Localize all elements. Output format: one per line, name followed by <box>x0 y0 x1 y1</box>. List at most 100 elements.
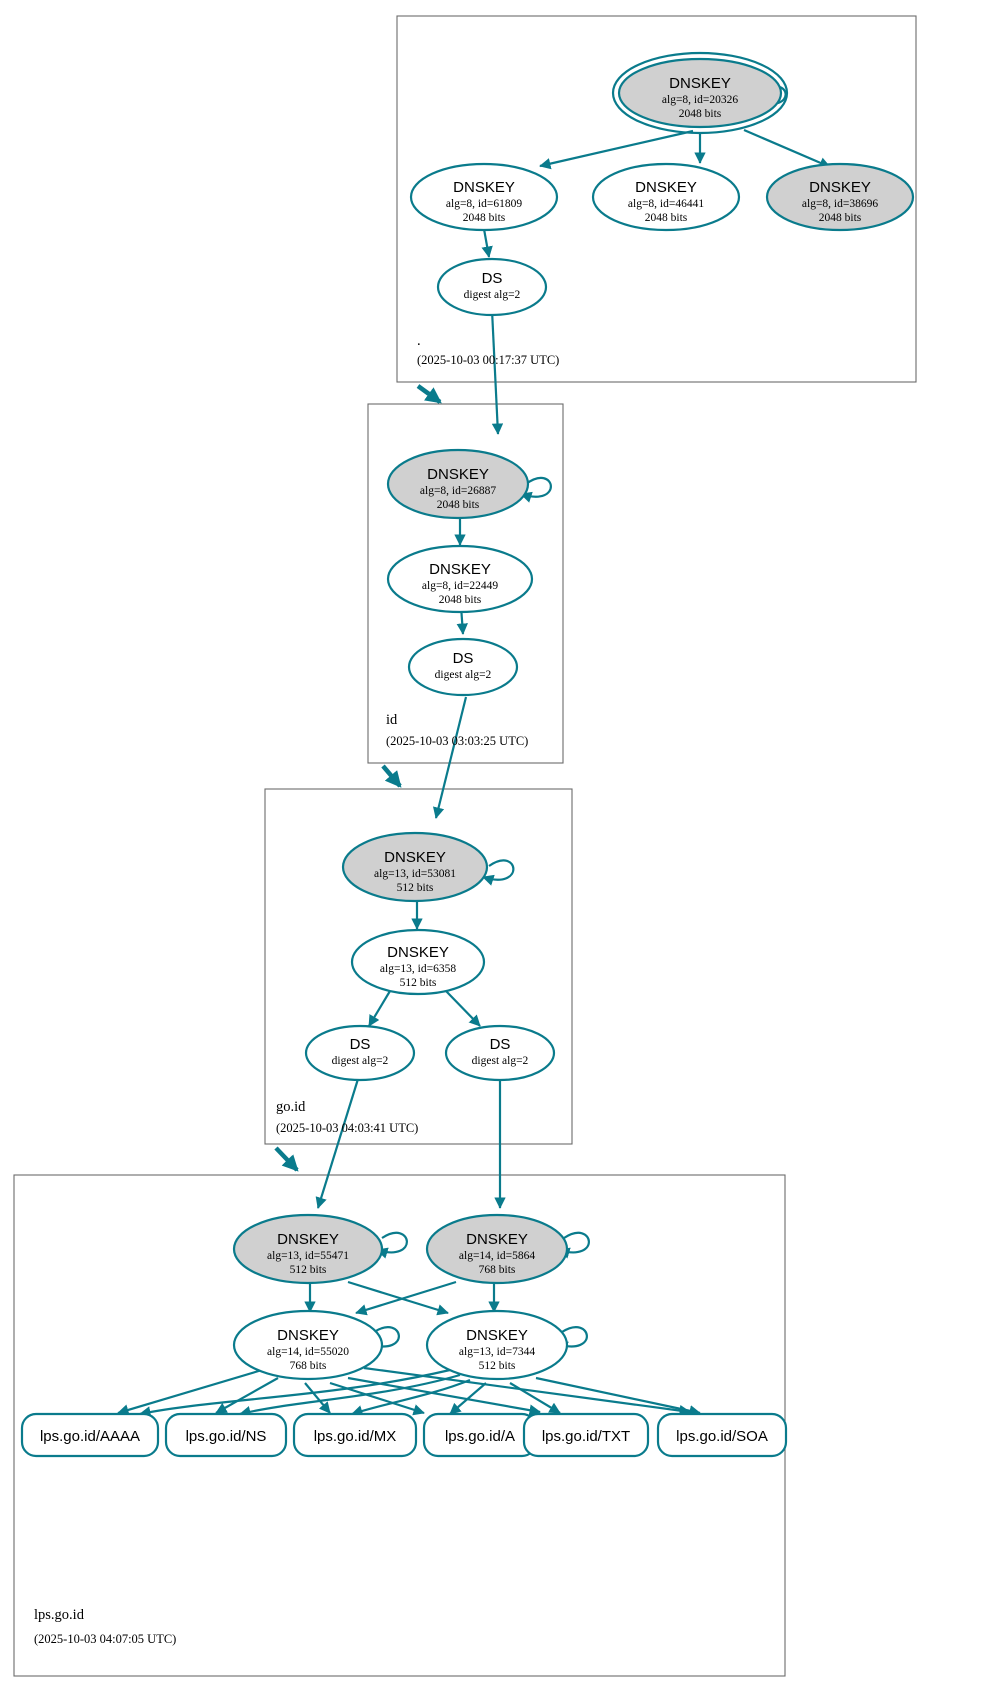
node-line3: 512 bits <box>400 977 437 989</box>
node-root-dnskey-61809[interactable]: DNSKEY alg=8, id=61809 2048 bits <box>409 162 559 232</box>
edge-7344-to-soa <box>535 1376 701 1417</box>
rrset-lps-go-id-txt[interactable]: lps.go.id/TXT <box>522 1412 650 1458</box>
node-lps-dnskey-7344[interactable]: DNSKEY alg=13, id=7344 512 bits <box>425 1309 569 1381</box>
node-line3: 2048 bits <box>463 212 506 224</box>
node-title: DNSKEY <box>466 1327 528 1344</box>
node-line2: alg=8, id=26887 <box>420 485 496 497</box>
node-title: DS <box>482 270 503 287</box>
zone-label-go-id: go.id <box>276 1099 306 1115</box>
zone-label-lps-go-id: lps.go.id <box>34 1607 85 1623</box>
node-title: DNSKEY <box>669 75 731 92</box>
node-line3: 2048 bits <box>645 212 688 224</box>
edge-root-ksk-to-61809 <box>539 129 694 170</box>
node-lps-ksk-55471[interactable]: DNSKEY alg=13, id=55471 512 bits <box>232 1213 384 1285</box>
edge-7344-to-aaaa <box>139 1368 451 1418</box>
node-root-dnskey-46441[interactable]: DNSKEY alg=8, id=46441 2048 bits <box>591 162 741 232</box>
node-line2: alg=14, id=5864 <box>459 1250 535 1262</box>
node-title: DS <box>490 1036 511 1053</box>
node-line2: alg=8, id=20326 <box>662 94 738 106</box>
node-line3: 768 bits <box>479 1264 516 1276</box>
node-root-ksk-20326[interactable]: DNSKEY alg=8, id=20326 2048 bits <box>611 51 789 135</box>
edge-lps-5864-to-55020 <box>355 1280 457 1316</box>
node-line2: alg=13, id=7344 <box>459 1346 535 1358</box>
node-lps-dnskey-55020[interactable]: DNSKEY alg=14, id=55020 768 bits <box>232 1309 384 1381</box>
rrset-lps-go-id-a[interactable]: lps.go.id/A <box>422 1412 538 1458</box>
edge-lps-5864-self-loop <box>558 1231 590 1259</box>
node-goid-ds-left[interactable]: DS digest alg=2 <box>304 1024 416 1082</box>
node-line2: digest alg=2 <box>472 1055 529 1067</box>
zone-label-root: . <box>417 333 421 349</box>
node-title: DNSKEY <box>384 849 446 866</box>
node-title: DNSKEY <box>387 944 449 961</box>
node-title: DS <box>350 1036 371 1053</box>
node-line3: 512 bits <box>290 1264 327 1276</box>
node-line3: 2048 bits <box>819 212 862 224</box>
edge-goid-zsk-to-ds-right <box>445 990 481 1027</box>
node-title: DNSKEY <box>466 1231 528 1248</box>
node-line3: 2048 bits <box>679 108 722 120</box>
rrset-lps-go-id-ns[interactable]: lps.go.id/NS <box>164 1412 288 1458</box>
node-line2: alg=13, id=6358 <box>380 963 456 975</box>
node-title: DNSKEY <box>429 561 491 578</box>
edge-55020-to-aaaa <box>117 1368 263 1416</box>
node-title: DNSKEY <box>809 179 871 196</box>
edge-55020-to-ns <box>215 1377 279 1414</box>
rrset-label: lps.go.id/SOA <box>676 1428 768 1445</box>
node-id-ds[interactable]: DS digest alg=2 <box>407 637 519 697</box>
rrset-lps-go-id-soa[interactable]: lps.go.id/SOA <box>656 1412 788 1458</box>
zone-timestamp-id: (2025-10-03 03:03:25 UTC) <box>386 734 528 748</box>
edge-zone-go-id-to-lps-go-id <box>274 1146 299 1172</box>
edge-zone-root-to-id <box>416 384 442 404</box>
node-line2: alg=8, id=38696 <box>802 198 878 210</box>
node-goid-ksk-53081[interactable]: DNSKEY alg=13, id=53081 512 bits <box>341 831 489 903</box>
node-title: DNSKEY <box>427 466 489 483</box>
node-root-ds[interactable]: DS digest alg=2 <box>436 257 548 317</box>
zone-timestamp-go-id: (2025-10-03 04:03:41 UTC) <box>276 1121 418 1135</box>
node-id-dnskey-22449[interactable]: DNSKEY alg=8, id=22449 2048 bits <box>386 544 534 614</box>
node-title: DNSKEY <box>453 179 515 196</box>
edge-root-ds-to-id-ksk <box>490 309 504 435</box>
node-goid-ds-right[interactable]: DS digest alg=2 <box>444 1024 556 1082</box>
node-title: DS <box>453 650 474 667</box>
edge-lps-55471-self-loop <box>376 1231 408 1259</box>
rrset-lps-go-id-aaaa[interactable]: lps.go.id/AAAA <box>20 1412 160 1458</box>
rrset-label: lps.go.id/AAAA <box>40 1428 140 1445</box>
node-line2: alg=13, id=55471 <box>267 1250 349 1262</box>
node-title: DNSKEY <box>277 1327 339 1344</box>
node-goid-dnskey-6358[interactable]: DNSKEY alg=13, id=6358 512 bits <box>350 928 486 996</box>
node-line2: digest alg=2 <box>435 669 492 681</box>
edge-goid-zsk-to-ds-left <box>368 990 391 1027</box>
edge-lps-7344-self-loop <box>556 1326 588 1353</box>
edge-zone-id-to-go-id <box>381 764 402 788</box>
node-line2: alg=8, id=46441 <box>628 198 704 210</box>
rrset-label: lps.go.id/MX <box>314 1428 397 1445</box>
node-line3: 2048 bits <box>439 594 482 606</box>
edge-7344-to-mx <box>351 1378 471 1417</box>
node-line2: alg=14, id=55020 <box>267 1346 349 1358</box>
zone-timestamp-root: (2025-10-03 00:17:37 UTC) <box>417 353 559 367</box>
edge-7344-to-a <box>449 1382 487 1415</box>
zone-label-id: id <box>386 712 398 728</box>
edge-7344-to-ns <box>239 1373 461 1418</box>
rrset-label: lps.go.id/TXT <box>542 1428 630 1445</box>
node-title: DNSKEY <box>277 1231 339 1248</box>
node-line2: digest alg=2 <box>464 289 521 301</box>
node-title: DNSKEY <box>635 179 697 196</box>
edge-root-61809-to-ds <box>481 228 493 258</box>
edge-goid-ds-left-to-lps-55471 <box>315 1078 360 1209</box>
node-line3: 2048 bits <box>437 499 480 511</box>
rrset-label: lps.go.id/A <box>445 1428 515 1445</box>
node-line2: alg=8, id=22449 <box>422 580 498 592</box>
edge-root-ksk-to-38696 <box>743 128 831 169</box>
edge-lps-55471-to-7344 <box>347 1280 449 1316</box>
node-root-dnskey-38696[interactable]: DNSKEY alg=8, id=38696 2048 bits <box>765 162 915 232</box>
edge-goid-ksk-self-loop <box>482 859 515 886</box>
node-id-ksk-26887[interactable]: DNSKEY alg=8, id=26887 2048 bits <box>386 448 530 520</box>
node-line2: alg=8, id=61809 <box>446 198 522 210</box>
edge-id-ds-to-goid-ksk <box>432 696 468 819</box>
node-line2: digest alg=2 <box>332 1055 389 1067</box>
rrset-lps-go-id-mx[interactable]: lps.go.id/MX <box>292 1412 418 1458</box>
node-lps-ksk-5864[interactable]: DNSKEY alg=14, id=5864 768 bits <box>425 1213 569 1285</box>
